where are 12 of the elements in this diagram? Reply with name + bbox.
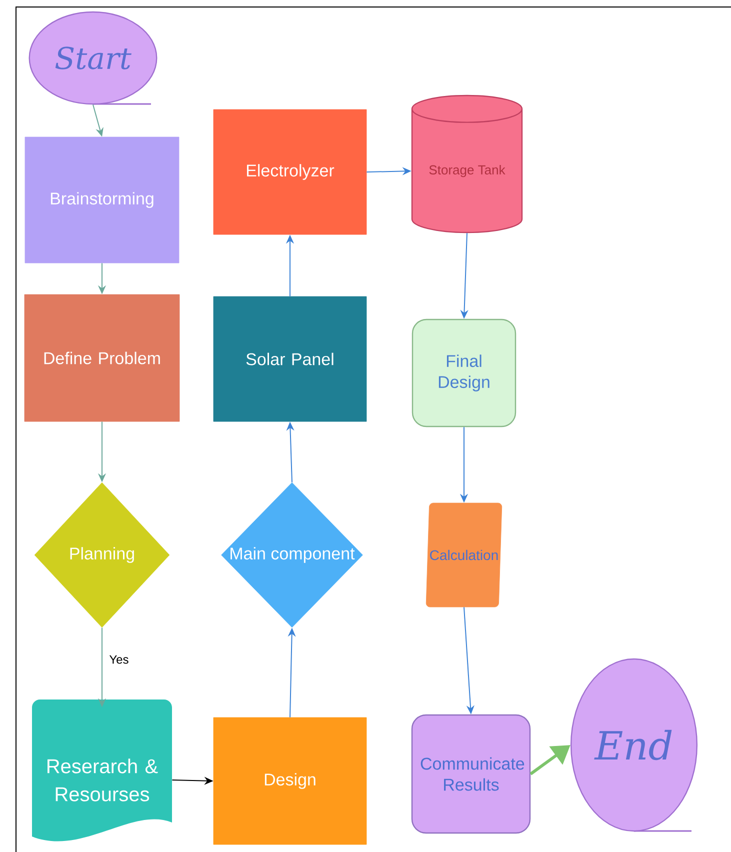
- process-box: Solar Panel: [213, 296, 367, 422]
- rounded-box: Final Design: [412, 318, 516, 428]
- process-box: Design: [213, 717, 367, 845]
- edge-label: Yes: [109, 655, 128, 664]
- process-box: Define Problem: [24, 294, 180, 422]
- process-box: Electrolyzer: [213, 109, 367, 235]
- process-box: Brainstorming: [24, 136, 180, 264]
- end-oval: End: [570, 658, 698, 832]
- parallelogram: Calculation: [426, 502, 502, 608]
- storage-cylinder: Storage Tank: [411, 94, 523, 234]
- start-oval: Start: [28, 11, 158, 105]
- rounded-box: Communicate Results: [411, 714, 531, 834]
